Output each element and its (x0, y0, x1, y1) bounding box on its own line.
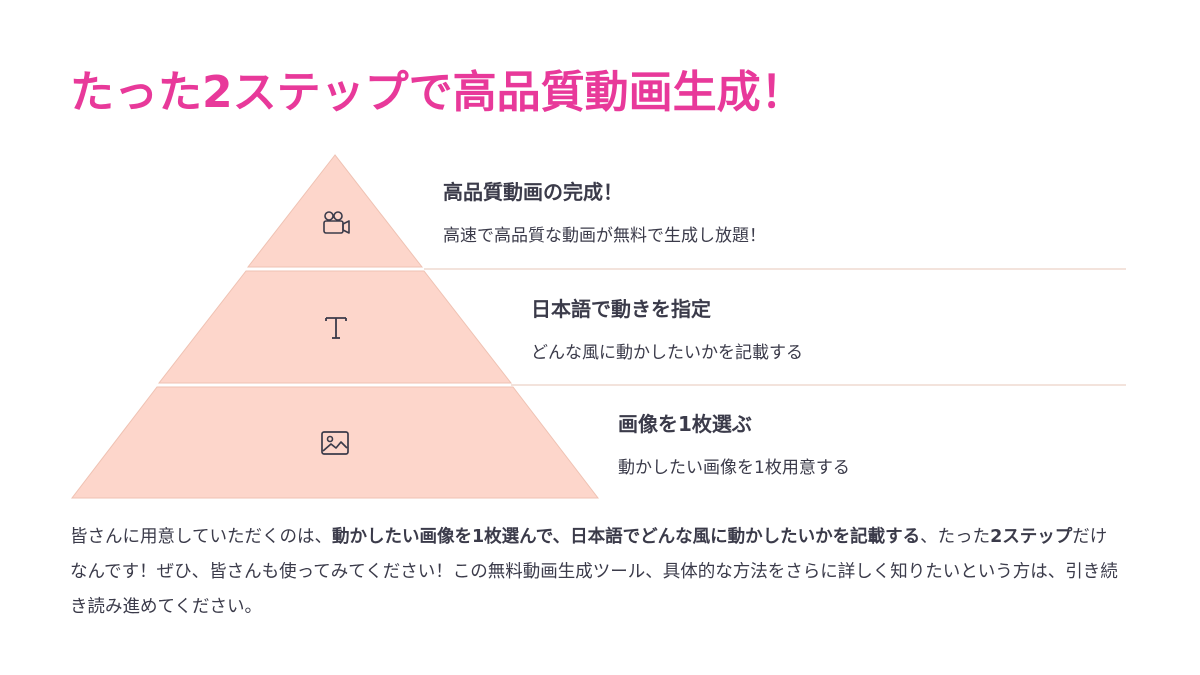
pyramid-tier-top (246, 154, 424, 268)
step-description: 高速で高品質な動画が無料で生成し放題！ (443, 226, 766, 246)
divider-middle (511, 384, 1126, 386)
paragraph-text: 皆さんに用意していただくのは、 (70, 527, 332, 547)
image-icon (321, 431, 349, 455)
video-camera-icon (323, 211, 350, 234)
paragraph-text: だけなんです！ぜひ、皆さんも使ってみてください！この無料動画生成ツール、具体的な… (70, 527, 1118, 617)
step-description: どんな風に動かしたいかを記載する (531, 343, 803, 363)
paragraph-text: 、たった (920, 527, 991, 547)
pyramid-tier-bottom (70, 386, 600, 499)
text-icon (325, 317, 347, 339)
paragraph-emphasis: 動かしたい画像を1枚選んで、日本語でどんな風に動かしたいかを記載する (331, 527, 921, 547)
page-title: たった2ステップで高品質動画生成！ (70, 67, 805, 118)
divider-top (424, 268, 1126, 270)
step-top: 高品質動画の完成！ 高速で高品質な動画が無料で生成し放題！ (443, 176, 766, 246)
step-middle: 日本語で動きを指定 どんな風に動かしたいかを記載する (531, 293, 803, 363)
step-title: 高品質動画の完成！ (443, 180, 623, 204)
step-description: 動かしたい画像を1枚用意する (618, 458, 850, 478)
pyramid-tier-middle (157, 270, 513, 384)
step-bottom: 画像を1枚選ぶ 動かしたい画像を1枚用意する (618, 408, 850, 478)
body-paragraph: 皆さんに用意していただくのは、動かしたい画像を1枚選んで、日本語でどんな風に動か… (70, 520, 1122, 625)
step-title: 画像を1枚選ぶ (618, 412, 752, 436)
paragraph-emphasis: 2ステップ (990, 527, 1073, 547)
step-title: 日本語で動きを指定 (531, 297, 711, 321)
